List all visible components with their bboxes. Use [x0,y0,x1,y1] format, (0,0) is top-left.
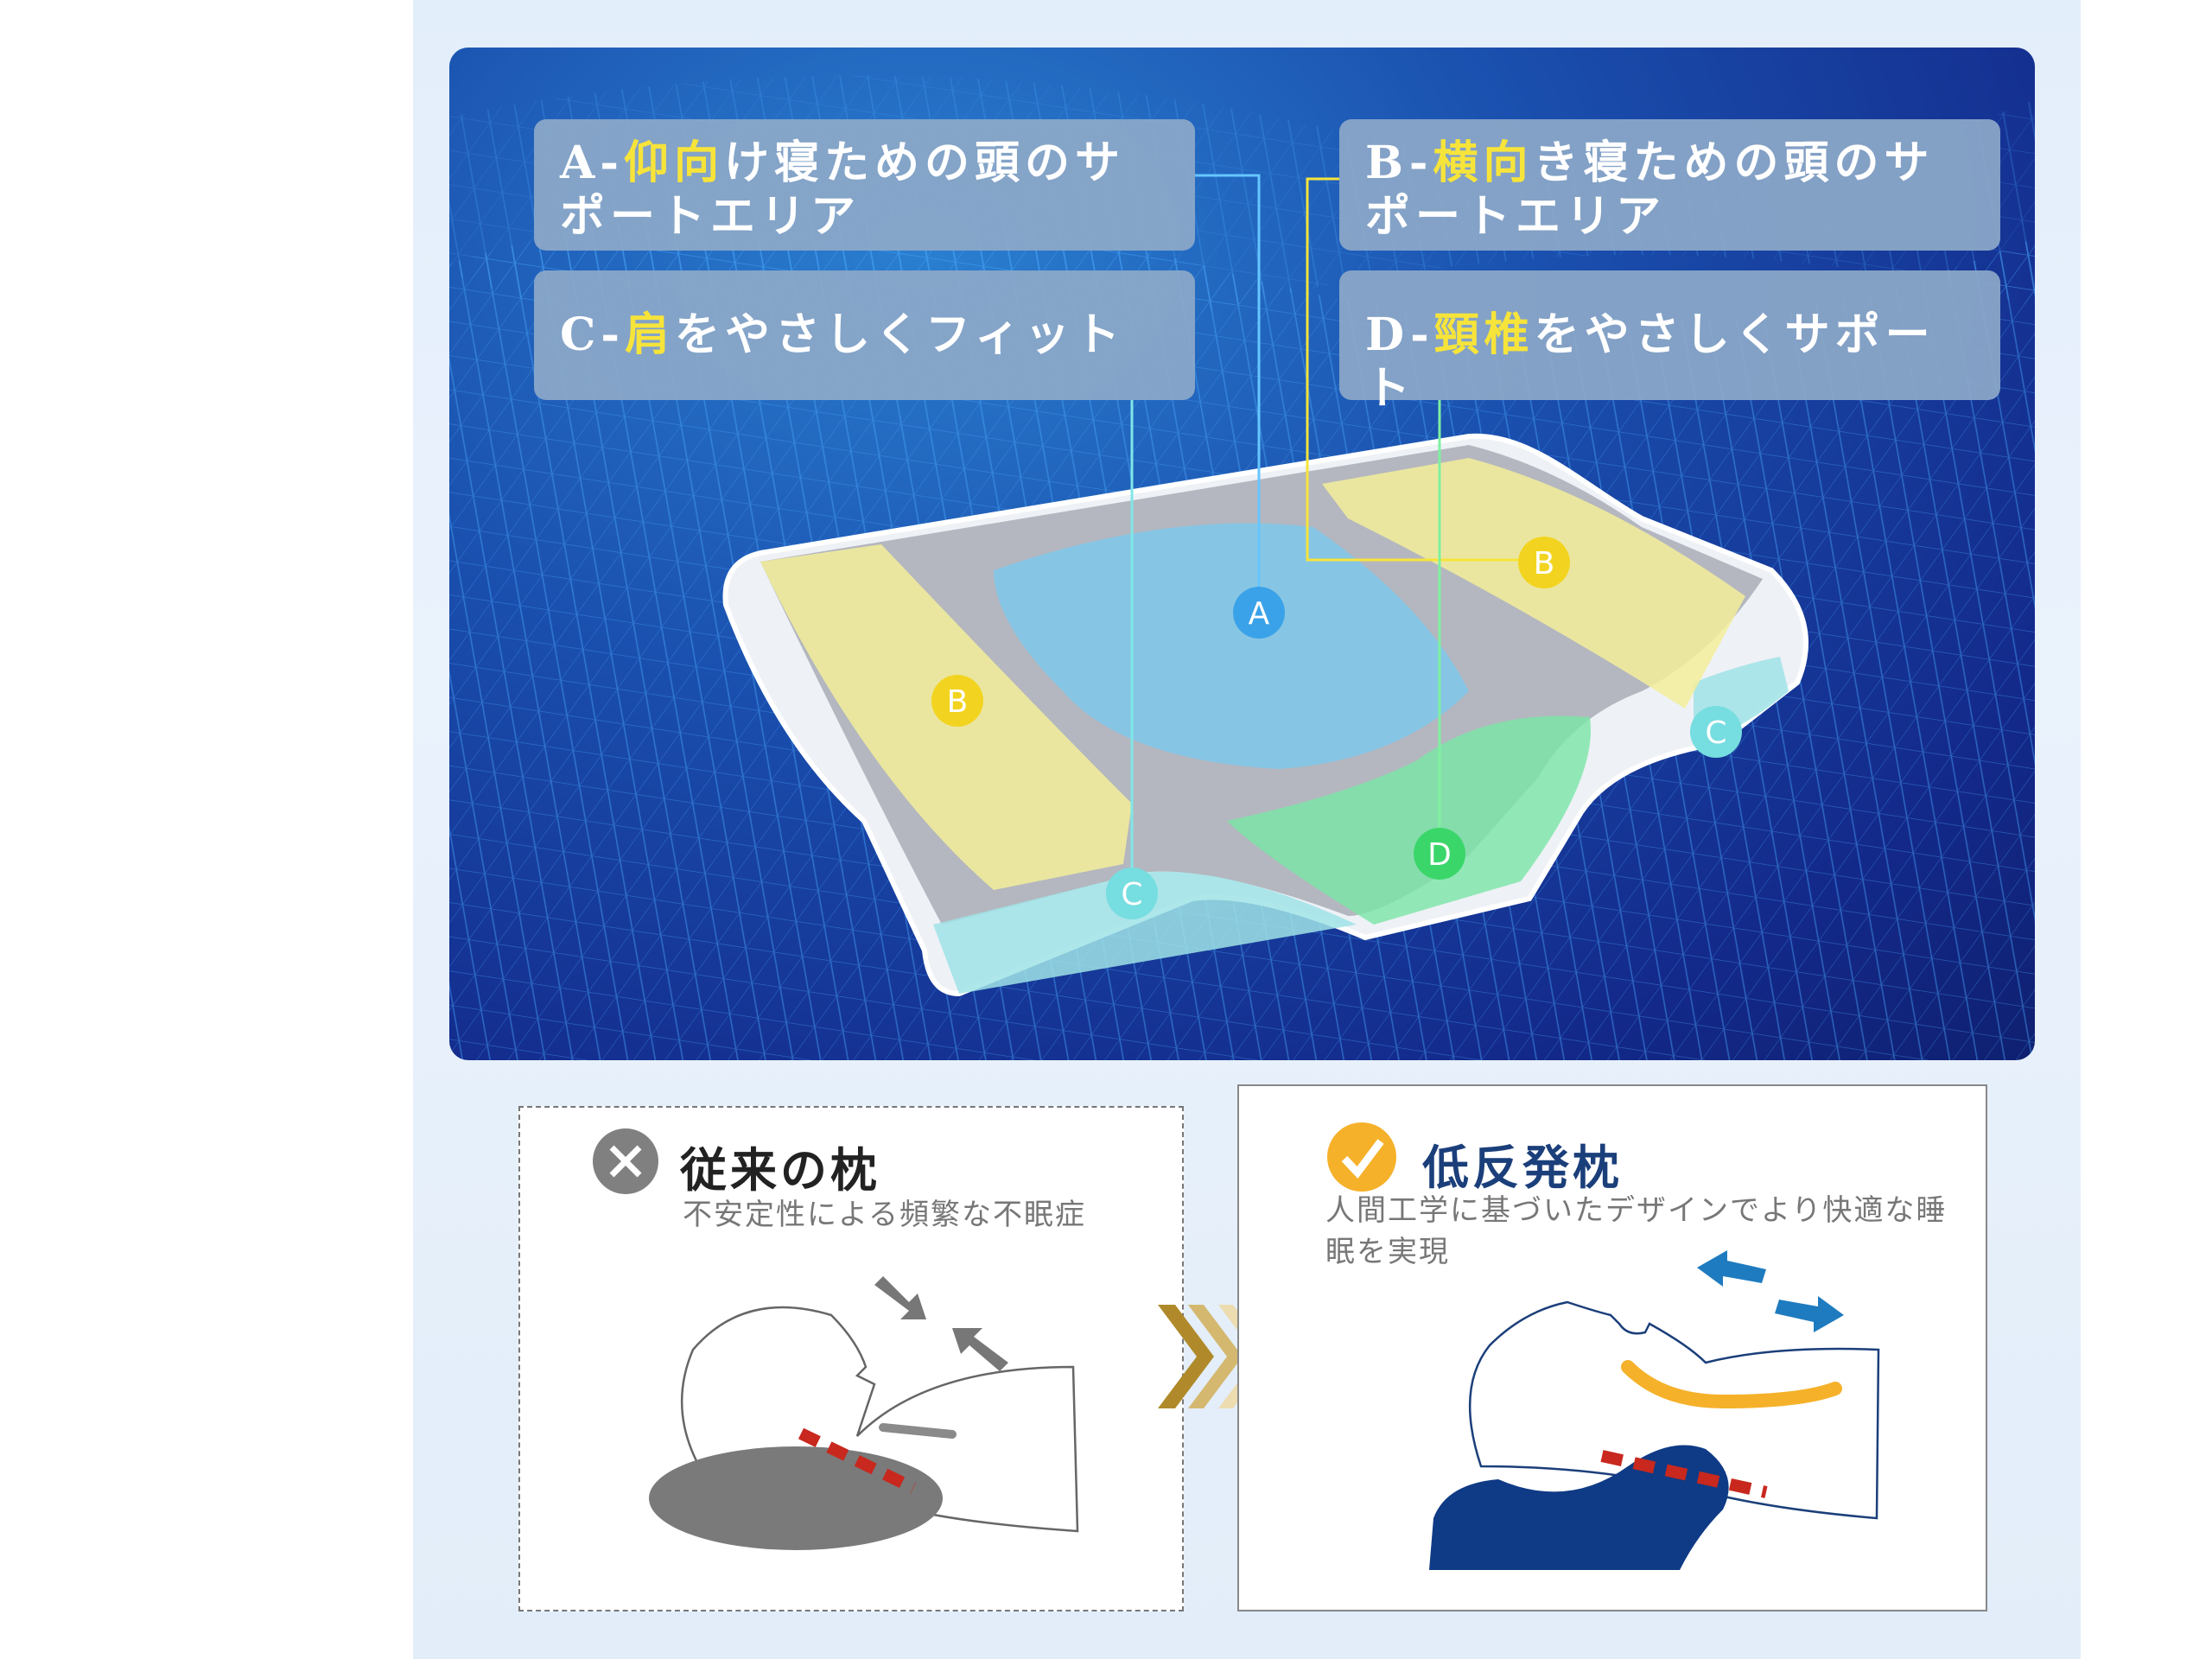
ergonomic-sleep-illustration [1429,1250,1880,1570]
label-c: C-肩をやさしくフィット [534,270,1195,400]
compress-arrow-icon [952,1328,1008,1371]
label-d: D-頸椎をやさしくサポート [1339,270,2000,415]
new-title: 低反発枕 [1422,1140,1623,1195]
expand-arrow-icon [1775,1296,1844,1332]
x-circle-icon [593,1128,658,1194]
contour-pillow [1429,1445,1729,1570]
flat-pillow [649,1446,943,1550]
check-circle-icon [1327,1122,1396,1192]
label-b: B-横向き寝ための頭のサポートエリア [1339,119,2000,251]
conventional-sleep-illustration [649,1276,1079,1550]
label-a: A-仰向け寝ための頭のサポートエリア [534,119,1195,251]
new-desc: 人間工学に基づいたデザインでより快適な睡眠を実現 [1325,1193,1948,1269]
conventional-pillow-card: 従来の枕 不安定性による頻繁な不眠症 [518,1106,1184,1611]
old-desc: 不安定性による頻繁な不眠症 [683,1198,1086,1232]
expand-arrow-icon [1697,1250,1766,1287]
compress-arrow-icon [874,1276,926,1319]
memory-foam-pillow-card: 低反発枕 人間工学に基づいたデザインでより快適な睡眠を実現 [1237,1084,1987,1611]
old-title: 従来の枕 [680,1142,880,1198]
